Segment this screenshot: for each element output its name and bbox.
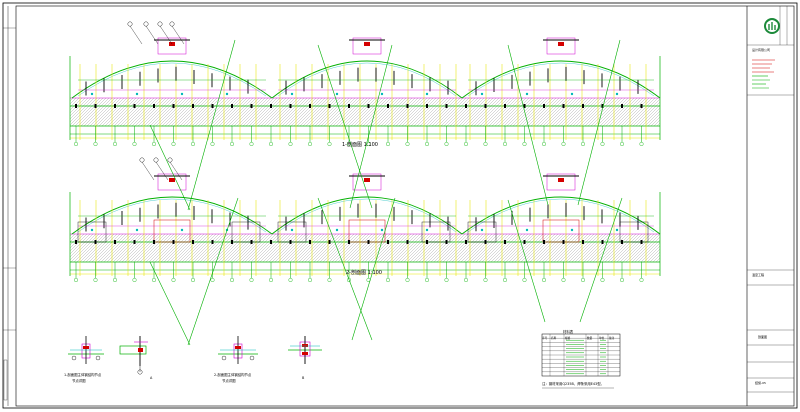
detail-1-caption: 1-剖面图主体钢结构节点 xyxy=(64,373,102,377)
section-marker-a: A xyxy=(150,376,153,380)
section-2-caption: 2-剖面图 1:100 xyxy=(346,270,382,276)
schedule-column-header: 名称 xyxy=(551,337,557,340)
title-block-drawing-name: 剖面图 xyxy=(758,335,768,339)
schedule-column-header: 单位 xyxy=(599,337,605,340)
detail-1 xyxy=(68,336,104,364)
material-schedule-table xyxy=(541,333,621,389)
title-block-project: 温室工程 xyxy=(752,273,765,277)
binding-strip xyxy=(3,27,16,401)
schedule-title: 材料表 xyxy=(563,330,574,334)
schedule-column-header: 数量 xyxy=(587,337,593,340)
section-leader-lines xyxy=(149,39,623,346)
title-block-company: 设计有限公司 xyxy=(752,48,771,52)
top-cross-section xyxy=(69,21,661,146)
section-1-caption: 1-剖面图 1:100 xyxy=(342,142,378,148)
detail-4 xyxy=(288,336,322,364)
detail-2-caption: 2-剖面图主体钢结构节点 xyxy=(214,373,252,377)
schedule-note: 注：钢材采用Q235B，焊条采用E43型。 xyxy=(542,382,605,386)
inner-frame xyxy=(15,5,795,407)
section-marker-b: B xyxy=(302,376,305,380)
detail-1-subcaption: 节点详图 xyxy=(72,379,86,383)
title-block xyxy=(746,6,794,406)
bottom-cross-section xyxy=(69,157,661,283)
schedule-column-header: 备注 xyxy=(609,337,615,340)
title-block-sheet-no: 结施-05 xyxy=(755,381,766,385)
company-logo-icon xyxy=(764,18,780,34)
schedule-column-header: 规格 xyxy=(565,337,571,340)
detail-2 xyxy=(119,336,148,375)
detail-3 xyxy=(218,336,258,364)
schedule-header-row: 序号名称 规格 数量 单位 备注 xyxy=(542,336,622,341)
schedule-column-header: 序号 xyxy=(542,337,548,340)
detail-2-subcaption: 节点详图 xyxy=(222,379,236,383)
